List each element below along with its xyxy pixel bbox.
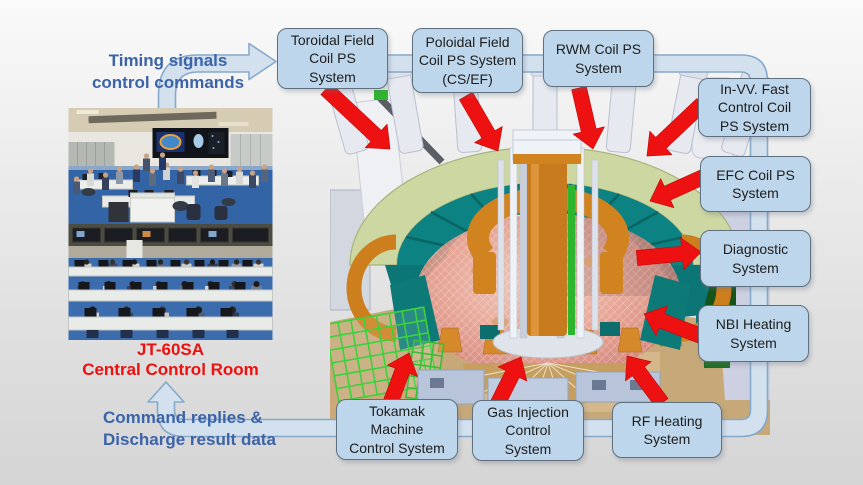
red-arrow-poloidal — [459, 91, 503, 152]
red-arrow-efc — [649, 169, 707, 209]
red-arrow-nbi — [643, 305, 705, 344]
control-room-photos — [68, 108, 273, 340]
red-arrow-toroidal — [320, 83, 391, 150]
system-box-rf-heating: RF Heating System — [612, 402, 722, 458]
command-replies-label: Command replies & Discharge result data — [103, 407, 303, 452]
timing-signals-line2: control commands — [91, 73, 245, 93]
command-replies-line2: Discharge result data — [103, 430, 276, 450]
system-box-efc-coil-ps: EFC Coil PS System — [700, 156, 811, 212]
timing-signals-label: Timing signals control commands — [78, 50, 258, 95]
tube-arrow-to-systems — [157, 42, 277, 123]
red-arrow-rf — [625, 355, 669, 408]
control-room-photo-lower — [68, 224, 273, 340]
system-box-invv-fast-control-coil-ps: In-VV. Fast Control Coil PS System — [698, 78, 811, 137]
red-arrow-gas — [487, 356, 528, 413]
system-box-nbi-heating: NBI Heating System — [698, 305, 809, 362]
central-solenoid-column — [492, 129, 604, 359]
system-box-diagnostic: Diagnostic System — [700, 230, 811, 287]
printer — [108, 192, 175, 223]
red-arrow-diagnostic — [635, 237, 702, 271]
video-wall — [152, 128, 229, 158]
system-box-poloidal-field-coil-ps: Poloidal Field Coil PS System (CS/EF) — [412, 28, 523, 93]
command-replies-line1: Command replies & — [103, 408, 263, 427]
system-box-gas-injection: Gas Injection Control System — [472, 400, 584, 461]
photo-caption-line1: JT-60SA — [136, 340, 205, 359]
system-box-tokamak-machine-control: Tokamak Machine Control System — [336, 399, 458, 460]
control-room-photo-upper — [68, 108, 273, 224]
system-box-toroidal-field-coil-ps: Toroidal Field Coil PS System — [277, 28, 388, 89]
photo-caption-line2: Central Control Room — [82, 360, 259, 380]
photo-caption: JT-60SA Central Control Room — [68, 340, 273, 380]
red-arrow-tms — [382, 352, 418, 407]
system-box-rwm-coil-ps: RWM Coil PS System — [543, 30, 654, 87]
timing-signals-line1: Timing signals — [108, 51, 228, 70]
red-arrow-rwm — [571, 85, 605, 150]
